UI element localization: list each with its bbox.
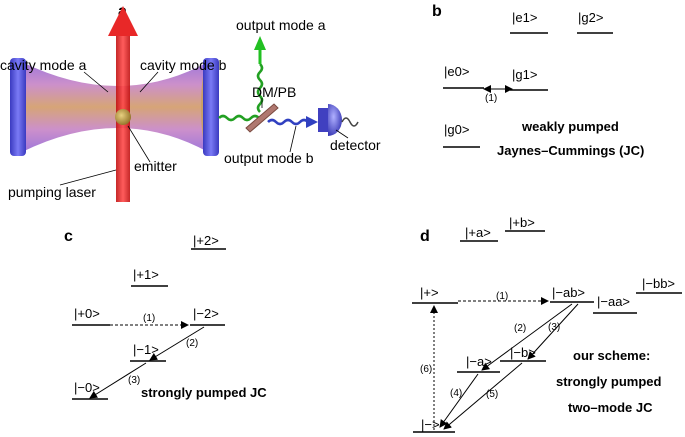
transition-d3-arrow: [527, 303, 579, 360]
green-wave: [218, 114, 260, 122]
output-mode-b-arrowhead: [306, 116, 318, 128]
blue-wave: [267, 118, 309, 126]
panel-c-letter: c: [64, 228, 73, 245]
label-emitter: emitter: [134, 158, 177, 174]
level-p0-label: |+0>: [74, 306, 100, 321]
level-e0-label: |e0>: [444, 64, 469, 79]
caption-strongly-pumped-jc: strongly pumped JC: [141, 385, 267, 400]
transition-1-label: (1): [485, 93, 497, 104]
level-g0-label: |g0>: [444, 122, 469, 137]
transition-d5-arrow: [443, 362, 523, 430]
level-ma-label: |−a>: [466, 354, 492, 369]
transition-c3-arrow: [89, 362, 147, 399]
panel-b-letter: b: [432, 3, 442, 20]
level-g2-label: |g2>: [578, 10, 603, 25]
transition-d6-label: (6): [420, 364, 432, 375]
level-minus-label: |−>: [421, 417, 440, 432]
level-g1-label: |g1>: [512, 67, 537, 82]
transition-d2-arrow: [481, 303, 573, 371]
caption-two-mode-jc: two–mode JC: [568, 400, 653, 415]
panel-a: a cavity: [0, 3, 381, 202]
level-pb-label: |+b>: [509, 215, 535, 230]
level-m2-label: |−2>: [193, 306, 219, 321]
panel-b: b |e1> |g2> |e0> |g1> (1) |g0> weakly pu…: [432, 3, 644, 158]
panel-c: c |+2> |+1> |+0> |−2> |−1> |−0> (1) (2) …: [64, 228, 267, 400]
transition-d5-label: (5): [486, 389, 498, 400]
level-mbb-label: |−bb>: [642, 276, 675, 291]
transition-d4-label: (4): [450, 388, 462, 399]
level-plus-label: |+>: [420, 285, 439, 300]
emitter-dot: [115, 109, 131, 125]
panel-d: d |+a> |+b> |+> |−ab> |−aa> |−bb> |−a> |…: [412, 215, 682, 433]
output-mode-a-arrowhead: [254, 36, 266, 50]
caption-jc: Jaynes–Cummings (JC): [497, 143, 644, 158]
label-pumping-laser: pumping laser: [8, 184, 96, 200]
label-output-mode-a: output mode a: [236, 17, 326, 33]
level-pa-label: |+a>: [465, 225, 491, 240]
cavity-mode-body: [22, 62, 208, 152]
right-mirror: [203, 58, 219, 156]
level-p1-label: |+1>: [133, 267, 159, 282]
caption-weakly-pumped: weakly pumped: [521, 119, 619, 134]
panel-d-letter: d: [420, 228, 430, 245]
caption-strongly-pumped: strongly pumped: [556, 374, 662, 389]
label-output-mode-b: output mode b: [224, 150, 314, 166]
detector-icon: [318, 104, 359, 136]
caption-our-scheme: our scheme:: [573, 348, 650, 363]
level-m0-label: |−0>: [74, 380, 100, 395]
transition-d3-label: (3): [548, 322, 560, 333]
level-maa-label: |−aa>: [597, 294, 630, 309]
label-detector: detector: [330, 137, 381, 153]
level-mab-label: |−ab>: [552, 285, 585, 300]
transition-d4-arrow: [439, 373, 479, 428]
level-p2-label: |+2>: [193, 233, 219, 248]
level-mb-label: |−b>: [510, 345, 536, 360]
transition-c3-label: (3): [128, 375, 140, 386]
level-m1-label: |−1>: [133, 342, 159, 357]
green-vertical-wave: [256, 63, 264, 113]
transition-c2-arrow: [149, 326, 205, 361]
transition-c1-label: (1): [143, 313, 155, 324]
label-dm-pb: DM/PB: [252, 84, 296, 100]
level-e1-label: |e1>: [512, 10, 537, 25]
label-cavity-mode-a: cavity mode a: [0, 57, 87, 73]
label-cavity-mode-b: cavity mode b: [140, 57, 227, 73]
transition-c2-label: (2): [186, 338, 198, 349]
transition-d2-label: (2): [514, 323, 526, 334]
left-mirror: [10, 58, 26, 156]
dm-pb-plate: [245, 103, 279, 133]
transition-d1-label: (1): [496, 291, 508, 302]
